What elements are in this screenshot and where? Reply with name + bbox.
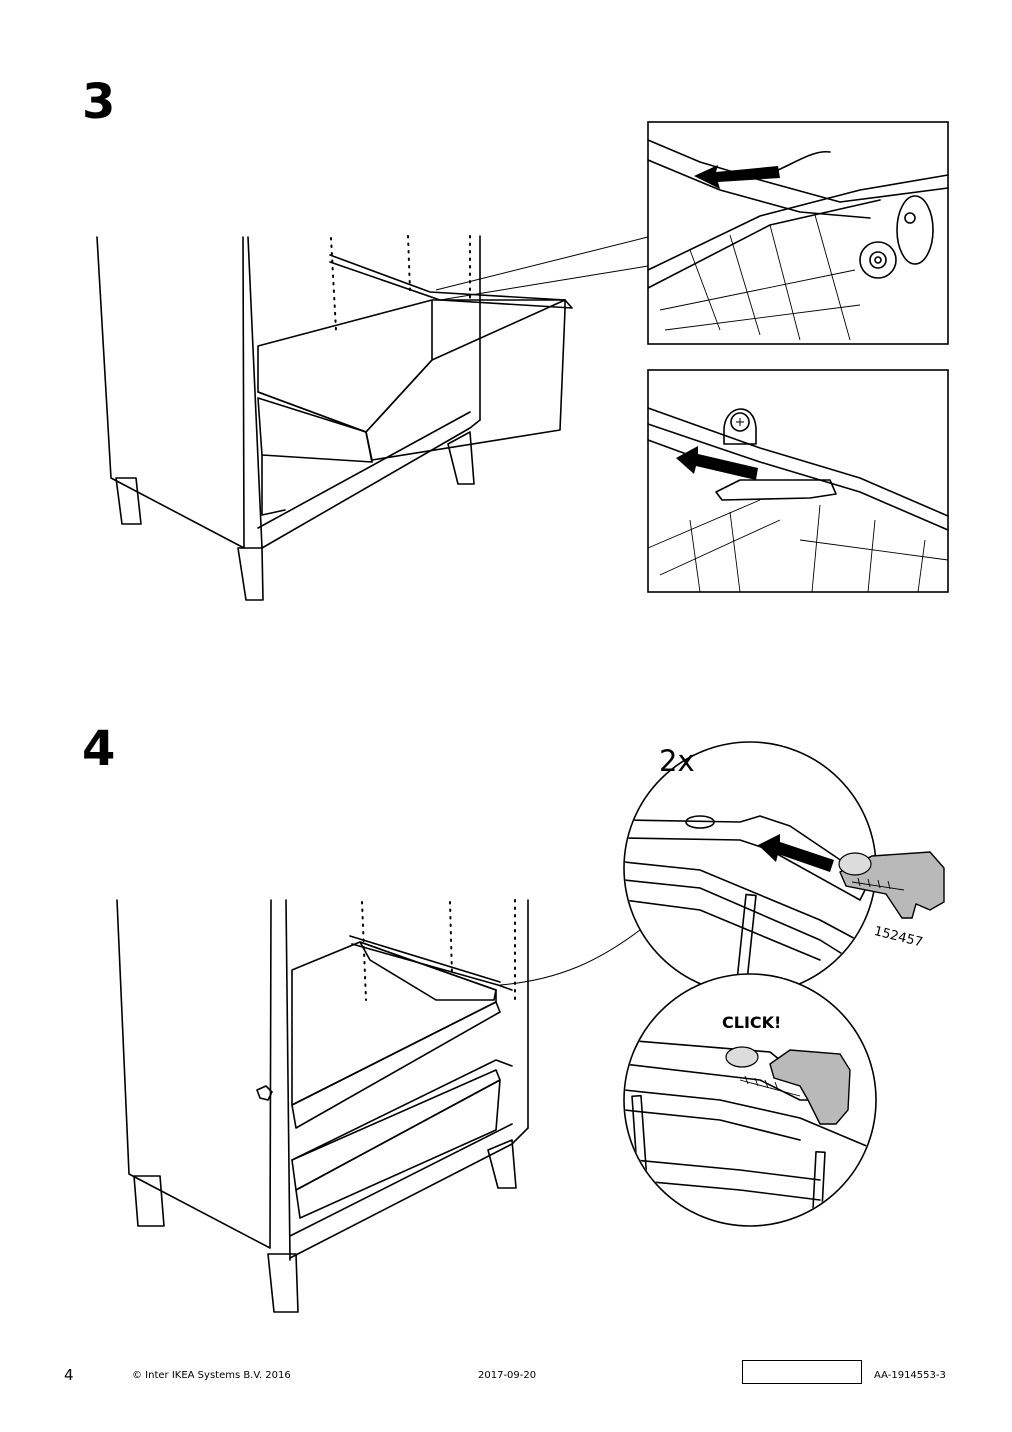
quantity-multiplier: 2x <box>659 744 695 778</box>
copyright-text: © Inter IKEA Systems B.V. 2016 <box>132 1370 291 1381</box>
document-code: AA-1914553-3 <box>874 1370 946 1381</box>
step4-basket-bottom <box>291 1059 513 1219</box>
step3-cabinet <box>96 235 649 601</box>
step4-detail-top <box>623 741 945 995</box>
step4-basket-top <box>291 935 513 1129</box>
page-number: 4 <box>64 1366 74 1384</box>
step3-detail-top <box>647 121 949 345</box>
step-3-number: 3 <box>82 74 115 130</box>
click-label: CLICK! <box>722 1013 782 1032</box>
step3-basket <box>257 299 566 516</box>
step4-cabinet <box>116 899 641 1313</box>
step4-detail-bottom <box>623 973 877 1227</box>
document-date: 2017-09-20 <box>478 1370 537 1381</box>
step-4-number: 4 <box>82 721 115 777</box>
step3-detail-bottom <box>647 369 949 593</box>
blank-label-box <box>742 1360 862 1384</box>
